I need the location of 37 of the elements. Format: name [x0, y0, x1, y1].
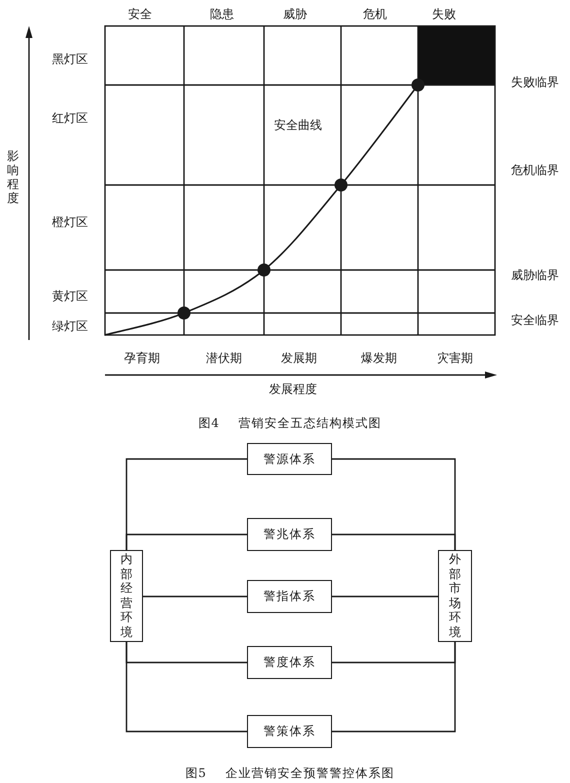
- zone-label: 绿灯区: [52, 318, 88, 334]
- system-box: 警指体系: [247, 580, 332, 613]
- curve-label: 安全曲线: [274, 118, 322, 132]
- system-box: 警策体系: [247, 715, 332, 748]
- axis-label: 发展程度: [269, 382, 317, 396]
- phase-label: 灾害期: [437, 350, 473, 366]
- system-box: 警兆体系: [247, 518, 332, 551]
- threshold-label: 失败临界: [511, 74, 559, 90]
- column-label: 危机: [363, 6, 387, 22]
- zone-label: 红灯区: [52, 110, 88, 126]
- phase-label: 孕育期: [124, 350, 160, 366]
- column-label: 安全: [128, 6, 152, 22]
- connector-line: [126, 642, 247, 732]
- phase-label: 爆发期: [361, 350, 397, 366]
- figure-caption: 图5 企业营销安全预警警控体系图: [185, 766, 395, 780]
- connector-line: [332, 534, 456, 550]
- environment-box: 外部市场环境: [438, 550, 472, 642]
- axis-label: 影响程度: [7, 149, 19, 205]
- zone-label: 橙灯区: [52, 214, 88, 230]
- zone-label: 黄灯区: [52, 288, 88, 304]
- threshold-label: 威胁临界: [511, 268, 559, 282]
- phase-label: 发展期: [281, 350, 317, 366]
- zone-label: 黑灯区: [52, 52, 88, 66]
- phase-label: 潜伏期: [206, 350, 242, 366]
- column-label: 威胁: [283, 6, 307, 22]
- system-box: 警度体系: [247, 646, 332, 679]
- threshold-label: 安全临界: [511, 312, 559, 328]
- connector-line: [126, 534, 247, 550]
- system-box: 警源体系: [247, 443, 332, 475]
- figure-caption: 图4 营销安全五态结构模式图: [198, 416, 382, 430]
- connector-line: [143, 596, 247, 598]
- column-label: 失败: [432, 6, 456, 22]
- environment-box: 内部经营环境: [110, 550, 143, 642]
- connector-line: [332, 596, 438, 598]
- connector-line: [332, 642, 456, 732]
- column-label: 隐患: [210, 6, 234, 22]
- threshold-label: 危机临界: [511, 162, 559, 178]
